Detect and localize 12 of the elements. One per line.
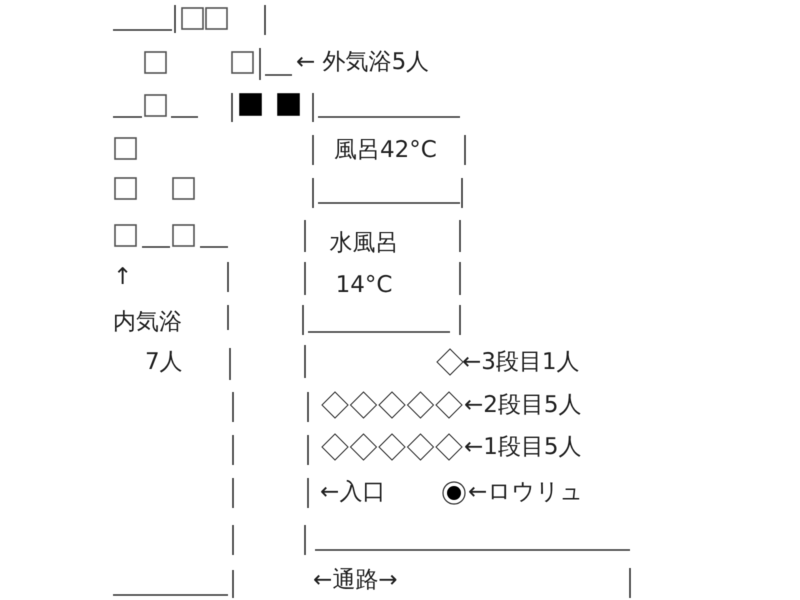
direction-label: ↑ bbox=[113, 263, 132, 291]
entrance-label: ←入口 bbox=[320, 478, 386, 506]
tier-label: ←3段目1人 bbox=[462, 348, 580, 376]
count-label: 7人 bbox=[145, 348, 183, 376]
tier-label: ←2段目5人 bbox=[464, 391, 582, 419]
passage-label: ←通路→ bbox=[313, 566, 398, 594]
bath-label: 風呂42°C bbox=[334, 136, 437, 164]
zone-label: ← 外気浴5人 bbox=[296, 48, 430, 76]
zone-label: 内気浴 bbox=[113, 308, 182, 336]
tier-label: ←1段目5人 bbox=[464, 433, 582, 461]
cold-bath-label: 水風呂 14°C bbox=[314, 222, 414, 306]
heater-label: ←ロウリュ bbox=[468, 478, 584, 506]
